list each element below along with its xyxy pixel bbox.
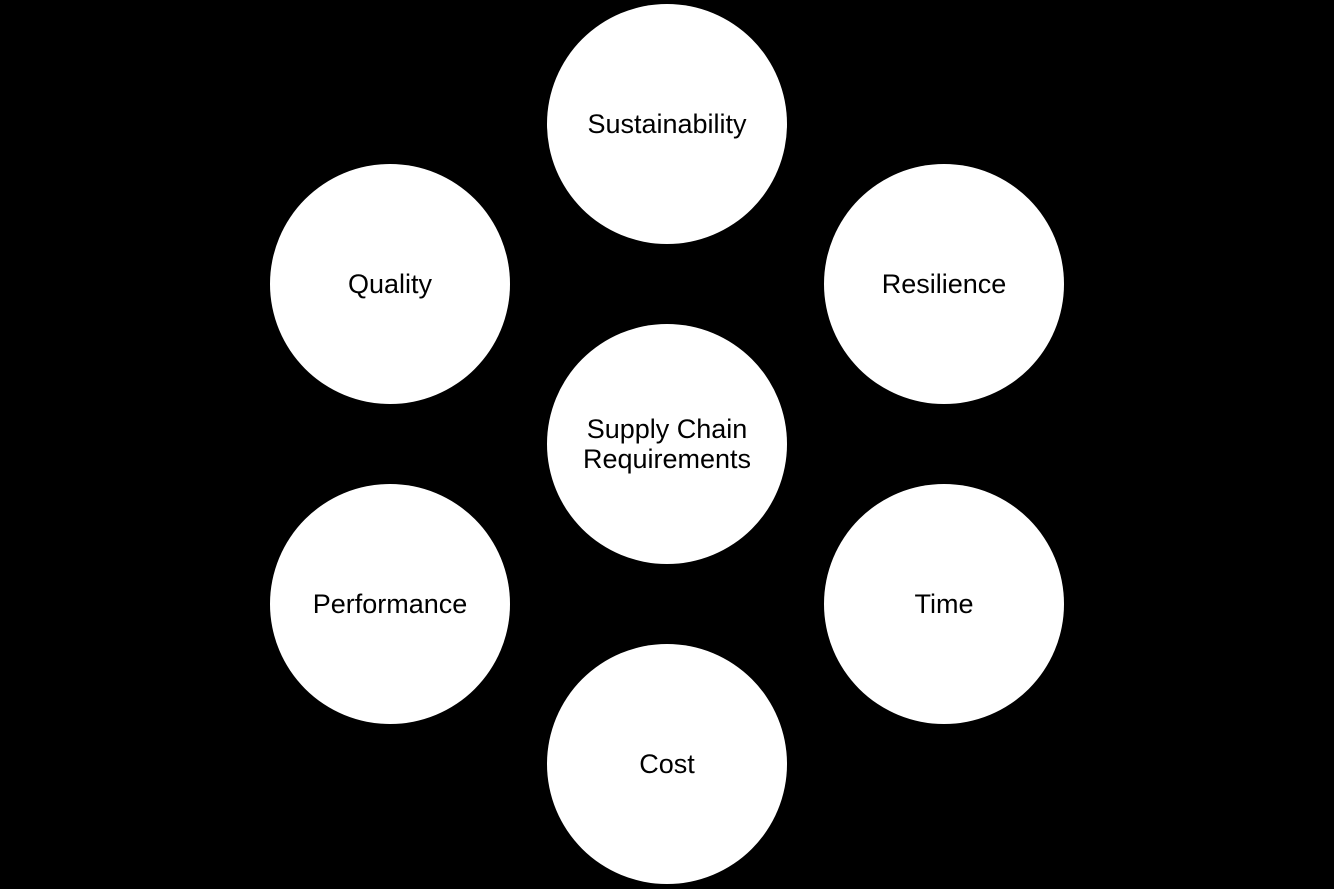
node-time: Time (824, 484, 1064, 724)
node-label-time: Time (914, 588, 974, 619)
node-quality: Quality (270, 164, 510, 404)
node-label-cost: Cost (639, 748, 695, 779)
node-label-resilience: Resilience (881, 268, 1007, 299)
node-label-quality: Quality (347, 268, 433, 299)
node-label-performance: Performance (312, 588, 468, 619)
node-cost: Cost (547, 644, 787, 884)
node-sustainability: Sustainability (547, 4, 787, 244)
node-resilience: Resilience (824, 164, 1064, 404)
node-supply-chain-requirements: Supply Chain Requirements (547, 324, 787, 564)
node-label-sustainability: Sustainability (587, 108, 747, 139)
node-performance: Performance (270, 484, 510, 724)
node-label-supply-chain-requirements: Supply Chain Requirements (582, 413, 752, 474)
